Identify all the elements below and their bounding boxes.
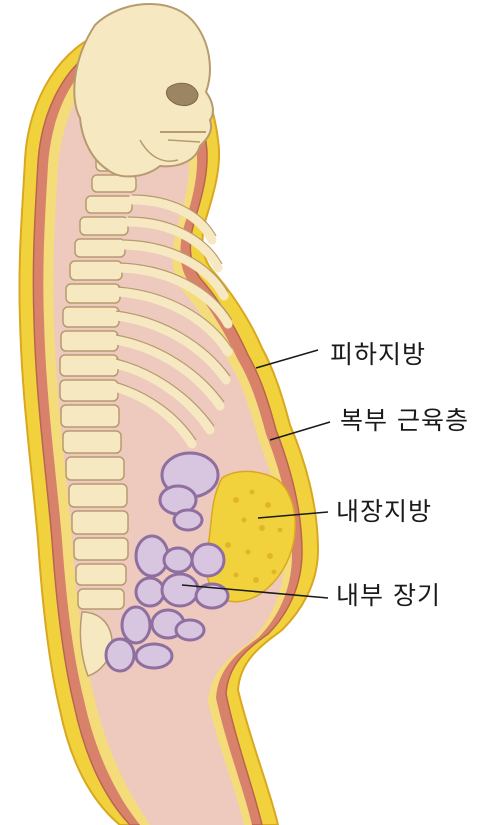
label-visceral-fat: 내장지방 [336, 499, 432, 524]
label-abdominal-muscle: 복부 근육층 [340, 408, 469, 433]
skull [74, 4, 213, 176]
label-internal-organs: 내부 장기 [336, 583, 441, 608]
label-subcutaneous-fat: 피하지방 [330, 342, 426, 367]
